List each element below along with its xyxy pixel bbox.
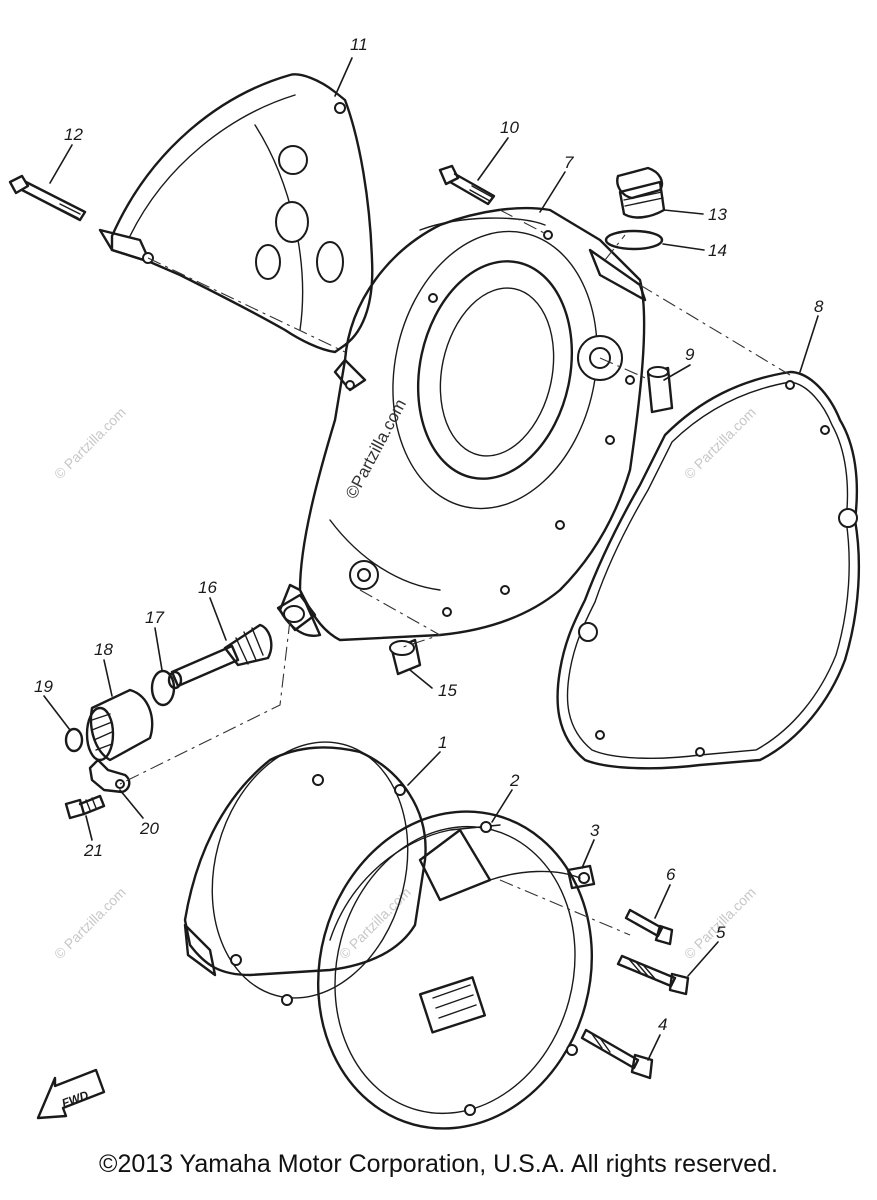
part-10-bolt <box>438 164 496 206</box>
part-6-bolt <box>624 908 674 946</box>
callout-17: 17 <box>145 608 164 627</box>
part-1-outer-cover <box>183 741 427 1006</box>
part-14-o-ring <box>604 229 664 251</box>
callout-5: 5 <box>716 923 726 942</box>
callout-16: 16 <box>198 578 217 597</box>
fwd-label: FWD <box>60 1088 91 1111</box>
callout-20: 20 <box>139 819 159 838</box>
callout-1: 1 <box>438 733 447 752</box>
callout-9: 9 <box>685 345 695 364</box>
callout-leaders <box>43 57 819 1061</box>
part-17-o-ring <box>150 669 176 707</box>
part-21-screw <box>64 794 106 820</box>
callout-3: 3 <box>590 821 600 840</box>
part-3-band <box>489 864 596 890</box>
callout-13: 13 <box>708 205 727 224</box>
watermark-faint: © Partzilla.com <box>51 404 129 482</box>
fwd-arrow-icon: FWD <box>36 1068 106 1120</box>
callout-18: 18 <box>94 640 113 659</box>
callout-12: 12 <box>64 125 83 144</box>
part-4-bolt <box>580 1028 654 1080</box>
copyright-notice: ©2013 Yamaha Motor Corporation, U.S.A. A… <box>99 1150 778 1178</box>
callout-11: 11 <box>350 35 368 54</box>
part-13-filler-cap <box>616 166 666 219</box>
callout-14: 14 <box>708 241 727 260</box>
callout-19: 19 <box>34 677 53 696</box>
callout-numbers: 11 12 10 7 13 14 8 9 15 16 17 18 19 20 2… <box>34 35 824 1034</box>
callout-15: 15 <box>438 681 457 700</box>
callout-7: 7 <box>564 153 574 172</box>
watermark-center: ©Partzilla.com <box>342 396 410 502</box>
watermark-faint: © Partzilla.com <box>51 884 129 962</box>
watermark-faint: © Partzilla.com <box>681 404 759 482</box>
part-20-clamp <box>88 758 131 794</box>
callout-8: 8 <box>814 297 824 316</box>
callout-6: 6 <box>666 865 676 884</box>
callout-21: 21 <box>83 841 103 860</box>
callout-10: 10 <box>500 118 519 137</box>
part-9-dowel <box>646 366 674 414</box>
part-12-bolt <box>8 174 87 222</box>
part-11-upper-shroud <box>98 73 374 354</box>
part-19-seal <box>64 727 84 753</box>
part-5-bolt <box>616 954 690 996</box>
callout-2: 2 <box>509 771 520 790</box>
part-8-gasket <box>556 370 861 770</box>
part-15-bushing <box>389 638 422 676</box>
part-2-inner-cover <box>316 810 594 1130</box>
callout-4: 4 <box>658 1015 667 1034</box>
part-16-gear-shaft <box>167 623 273 690</box>
alignment-lines <box>119 209 791 936</box>
part-18-housing <box>85 688 154 762</box>
crankcase-cover-exploded-diagram: © Partzilla.com © Partzilla.com © Partzi… <box>8 35 861 1130</box>
